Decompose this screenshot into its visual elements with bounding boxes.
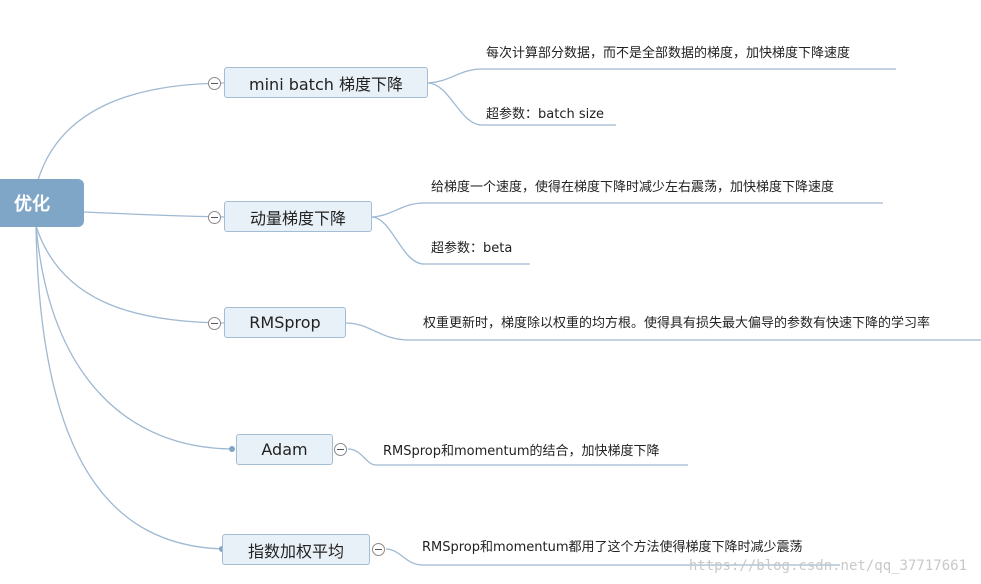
leaf-momentum-detail-2[interactable]: 超参数：beta xyxy=(431,241,513,256)
branch-node-rmsprop[interactable]: RMSprop xyxy=(224,307,346,338)
leaf-ewa-detail-1[interactable]: RMSprop和momentum都用了这个方法使得梯度下降时减少震荡 xyxy=(422,540,803,555)
link-rmsprop-detail-1 xyxy=(345,322,981,341)
link-root-adam xyxy=(35,225,233,450)
link-mini-batch-detail-1 xyxy=(427,68,896,84)
link-adam-detail-1 xyxy=(347,448,688,466)
link-root-mini-batch xyxy=(37,82,225,181)
collapse-toggle-adam[interactable] xyxy=(334,443,347,456)
link-momentum-detail-1 xyxy=(371,202,883,218)
root-node[interactable]: 优化 xyxy=(0,179,84,227)
leaf-mini-batch-detail-2[interactable]: 超参数：batch size xyxy=(486,107,605,122)
link-root-momentum xyxy=(83,211,225,218)
branch-label-mini-batch: mini batch 梯度下降 xyxy=(249,74,403,94)
link-ewa-detail-1 xyxy=(385,548,840,566)
collapse-toggle-mini-batch[interactable] xyxy=(208,77,221,90)
collapse-toggle-momentum[interactable] xyxy=(208,211,221,224)
branch-node-ewa[interactable]: 指数加权平均 xyxy=(222,534,370,565)
branch-label-momentum: 动量梯度下降 xyxy=(249,208,346,228)
link-dot-adam xyxy=(229,446,235,452)
collapse-toggle-ewa[interactable] xyxy=(372,543,385,556)
leaf-mini-batch-detail-1[interactable]: 每次计算部分数据，而不是全部数据的梯度，加快梯度下降速度 xyxy=(486,46,851,61)
collapse-toggle-rmsprop[interactable] xyxy=(208,317,221,330)
branch-label-ewa: 指数加权平均 xyxy=(247,541,344,561)
watermark-text: https://blog.csdn.net/qq_37717661 xyxy=(688,558,967,574)
leaf-momentum-detail-1[interactable]: 给梯度一个速度，使得在梯度下降时减少左右震荡，加快梯度下降速度 xyxy=(431,180,835,195)
branch-node-adam[interactable]: Adam xyxy=(236,434,333,465)
link-mini-batch-detail-2 xyxy=(427,82,616,126)
branch-node-mini-batch[interactable]: mini batch 梯度下降 xyxy=(224,67,428,98)
link-momentum-detail-2 xyxy=(371,216,530,265)
link-root-ewa xyxy=(35,225,223,550)
leaf-adam-detail-1[interactable]: RMSprop和momentum的结合，加快梯度下降 xyxy=(383,444,660,459)
branch-label-adam: Adam xyxy=(261,440,308,459)
leaf-rmsprop-detail-1[interactable]: 权重更新时，梯度除以权重的均方根。使得具有损失最大偏导的参数有快速下降的学习率 xyxy=(423,316,931,331)
root-label: 优化 xyxy=(14,194,50,215)
branch-label-rmsprop: RMSprop xyxy=(249,313,321,332)
link-root-rmsprop xyxy=(35,225,225,324)
branch-node-momentum[interactable]: 动量梯度下降 xyxy=(224,201,372,232)
